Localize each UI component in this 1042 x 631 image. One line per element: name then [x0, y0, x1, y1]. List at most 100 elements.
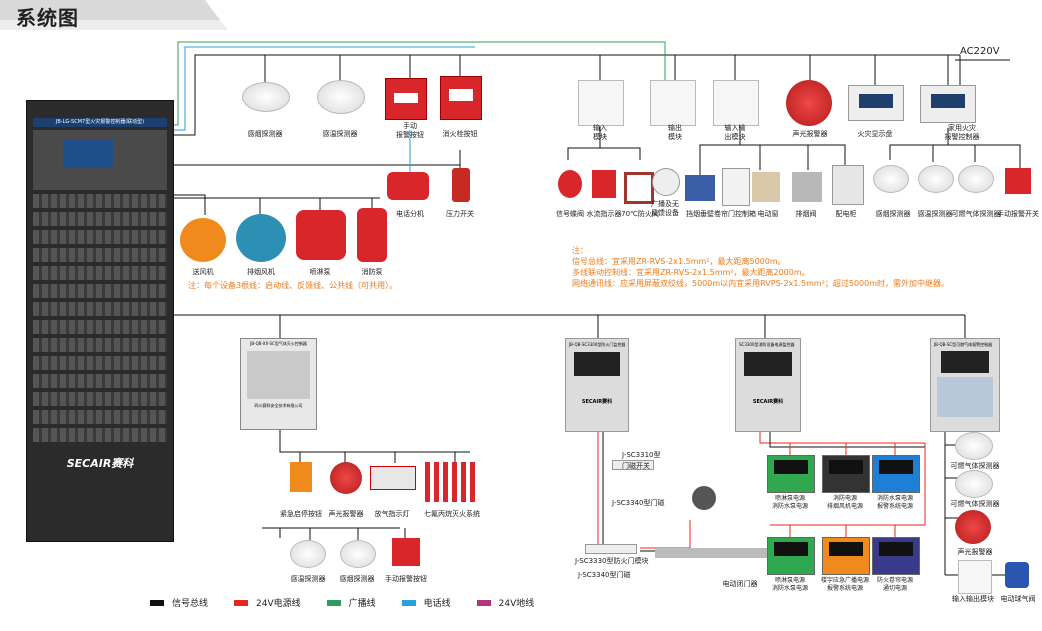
cabinet-slot-row [33, 356, 167, 370]
exhaust-fan-icon [236, 214, 286, 262]
household-controller-label: 家用火灾 报警控制器 [944, 124, 980, 141]
h-heat-label: 感温探测器 [917, 210, 953, 218]
power-module-label: 消防水泵电源 报警系统电源 [876, 495, 914, 510]
gd1-icon [955, 432, 993, 460]
g-manual-label: 手动报警按钮 [385, 575, 427, 583]
legend-item: 广播线 [326, 596, 376, 609]
gas-spray-light-label: 放气指示灯 [374, 510, 410, 518]
legend-label: 24V电源线 [256, 599, 301, 609]
shutter-icon [685, 175, 715, 201]
gas-alarm-icon [330, 462, 362, 494]
damper-70-label: 70℃防火阀 [621, 210, 659, 218]
g-manual-icon [392, 538, 420, 566]
signal-valve-icon [558, 170, 582, 198]
gas-detector-icon [958, 165, 994, 193]
manual-alarm-button-icon [385, 78, 427, 120]
cabinet-slot-row [33, 338, 167, 352]
legend-item: 24V地线 [476, 596, 535, 609]
heat-detector-icon [317, 80, 365, 114]
spray-pump-label: 喷淋泵 [309, 268, 331, 276]
pressure-switch-icon [452, 168, 470, 202]
gas-panel-header: JB-QB-XX-SC型气体灭火控制器 [250, 341, 307, 346]
power-module-label: 消防电源 排烟风机电源 [826, 495, 864, 510]
power-module [872, 455, 920, 493]
legend-label: 广播线 [348, 599, 376, 609]
title-ribbon [0, 0, 228, 30]
legend-swatch [234, 599, 249, 606]
manual-switch-label: 手动报警开关 [997, 210, 1039, 218]
supply-fan-label: 送风机 [192, 268, 214, 276]
cabinet-slot-row [33, 392, 167, 406]
distribution-box-icon [832, 165, 864, 205]
phone-extension-label: 电话分机 [396, 210, 424, 218]
gd1-label: 可燃气体探测器 [950, 462, 1000, 470]
wiring-note-2: 多线联动控制线：宜采用ZR-RVS-2x1.5mm²，最大距离2000m。 [572, 268, 810, 277]
door-panel-screen [574, 352, 620, 376]
power-module [767, 455, 815, 493]
door-monitor-panel: JB-QB-SC3300型防火门监控器 SECAIR赛科 [565, 338, 629, 432]
cabinet-lcd [63, 140, 113, 168]
spray-pump-icon [296, 210, 346, 260]
emergency-stop-label: 紧急启停按钮 [280, 510, 322, 518]
gas-detect-header: JB-QB-SC型可燃气体报警控制器 [934, 342, 993, 347]
heptafluoro-icon [425, 462, 477, 502]
distribution-box-label: 配电柜 [835, 210, 857, 218]
emergency-stop-icon [290, 462, 312, 492]
legend-item: 电话线 [401, 596, 451, 609]
exhaust-valve-label: 排烟阀 [795, 210, 817, 218]
elevator-label: 电动窗 [757, 210, 779, 218]
door-module-icon [585, 544, 637, 554]
cabinet-slot-row [33, 320, 167, 334]
h-smoke-icon [873, 165, 909, 193]
power-panel-screen [744, 352, 792, 376]
h-heat-icon [918, 165, 954, 193]
gd-alarm-label: 声光报警器 [957, 548, 993, 556]
door-item-1: J-SC3340型门磁 [612, 499, 665, 507]
cabinet-slot-row [33, 284, 167, 298]
fan-note: 注：每个设备3根线：启动线、反馈线、公共线（可共用）。 [188, 281, 398, 290]
door-panel-brand: SECAIR赛科 [581, 399, 613, 405]
gas-detect-leds [937, 377, 993, 417]
supply-fan-icon [180, 218, 226, 262]
g-smoke-icon [340, 540, 376, 568]
g-smoke-label: 感烟探测器 [339, 575, 375, 583]
power-module [822, 537, 870, 575]
page-title: 系统图 [16, 6, 79, 30]
gd-output-label: 输入输出模块 [952, 595, 994, 603]
heat-detector-label: 感温探测器 [322, 130, 358, 138]
manual-switch-icon [1005, 168, 1031, 194]
hydrant-pump-icon [357, 208, 387, 262]
cabinet-slot-row [33, 374, 167, 388]
legend-swatch [476, 599, 491, 606]
legend-label: 24V地线 [498, 599, 535, 609]
cabinet-slot-row [33, 302, 167, 316]
door-camera-icon [692, 486, 716, 510]
gd2-label: 可燃气体探测器 [950, 500, 1000, 508]
power-panel-brand: SECAIR赛科 [752, 399, 784, 405]
power-module-screen [829, 542, 863, 556]
hydrant-pump-label: 消防泵 [361, 268, 383, 276]
manual-alarm-button-label: 手动 报警按钮 [396, 122, 424, 139]
gas-detector-label: 可燃气体探测器 [951, 210, 1001, 218]
main-controller-cabinet: JB-LG-SCM7型火灾报警控制器(联动型) SECAIR赛科 [26, 100, 174, 542]
door-closer-icon [655, 548, 775, 558]
output-module-icon [650, 80, 696, 126]
household-controller-icon [920, 85, 976, 123]
door-panel-header: JB-QB-SC3300型防火门监控器 [569, 342, 625, 347]
legend: 信号总线 24V电源线 广播线 电话线 24V地线 [150, 596, 560, 609]
smoke-detector-label: 感烟探测器 [247, 130, 283, 138]
gas-detect-screen [941, 351, 989, 373]
power-module-screen [774, 542, 808, 556]
legend-swatch [401, 599, 416, 606]
fire-display-label: 火灾显示盘 [857, 130, 893, 138]
gd2-icon [955, 470, 993, 498]
legend-item: 信号总线 [150, 596, 208, 609]
shutter-label: 挡烟垂壁 [686, 210, 714, 218]
cabinet-slot-row [33, 230, 167, 244]
cabinet-slot-row [33, 410, 167, 424]
door-switch-icon [612, 460, 654, 470]
power-module-screen [879, 460, 913, 474]
gas-spray-light-icon [370, 466, 416, 490]
power-module-screen [774, 460, 808, 474]
